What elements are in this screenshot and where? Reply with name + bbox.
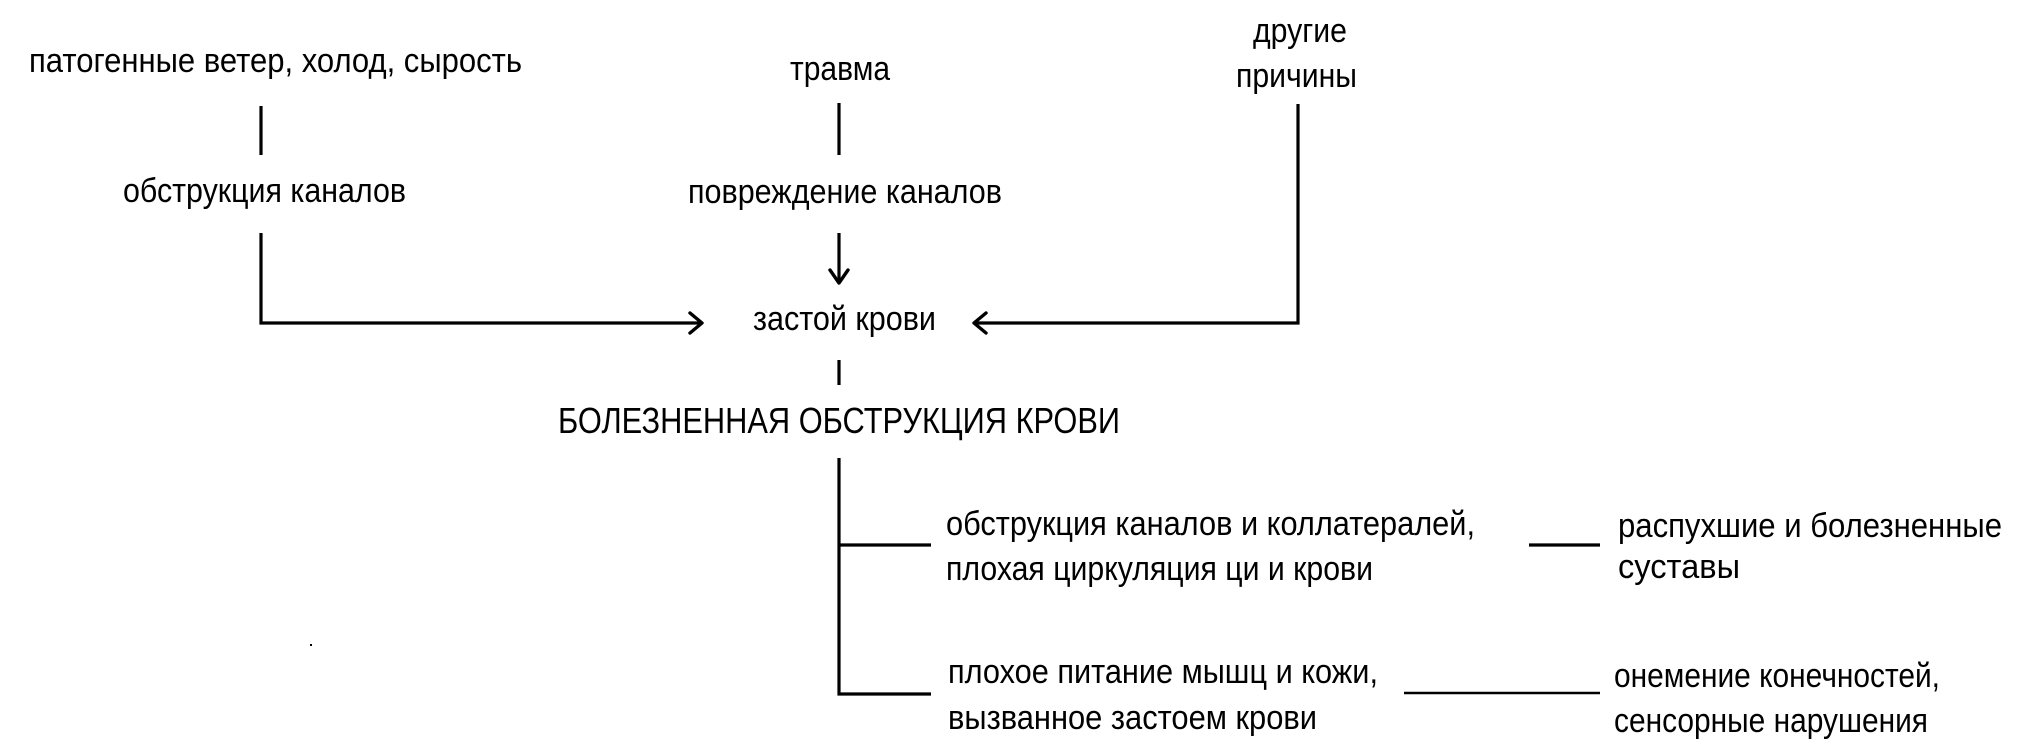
effect-channel-damage-label: повреждение каналов xyxy=(688,173,1002,211)
connector-main-trunk xyxy=(837,458,931,696)
arrowhead-left-icon xyxy=(972,311,988,335)
outcome-nutrition-mechanism-line-2: вызванное застоем крови xyxy=(948,699,1317,737)
outcome-nutrition-symptom-line-1: онемение конечностей, xyxy=(1614,657,1940,695)
cause-other-label-line-1: другие xyxy=(1253,12,1347,50)
main-title: БОЛЕЗНЕННАЯ ОБСТРУКЦИЯ КРОВИ xyxy=(558,400,1120,441)
blood-stasis-label: застой крови xyxy=(753,300,936,338)
arrowhead-right-icon xyxy=(688,311,704,335)
outcome-nutrition-symptom-line-2: сенсорные нарушения xyxy=(1614,702,1928,740)
outcome-nutrition-mechanism-line-1: плохое питание мышц и кожи, xyxy=(948,653,1378,691)
outcome-channels-mechanism-line-2: плохая циркуляция ци и крови xyxy=(946,550,1373,588)
connectors xyxy=(259,103,1600,696)
cause-other-label-line-2: причины xyxy=(1236,57,1357,95)
cause-pathogenic-label: патогенные ветер, холод, сырость xyxy=(29,42,522,80)
effect-channel-obstruction-label: обструкция каналов xyxy=(123,172,406,210)
connector-obstruction-to-stasis xyxy=(259,233,701,325)
scan-artifact-dot xyxy=(310,644,312,646)
outcome-channels-mechanism-line-1: обструкция каналов и коллатералей, xyxy=(946,505,1475,543)
outcome-channels-symptom-line-1: распухшие и болезненные xyxy=(1618,507,2002,545)
connector-other-to-stasis xyxy=(975,104,1300,325)
outcome-channels-symptom-line-2: суставы xyxy=(1618,548,1740,586)
cause-trauma-label: травма xyxy=(790,50,890,88)
arrowhead-down-icon xyxy=(828,268,850,285)
